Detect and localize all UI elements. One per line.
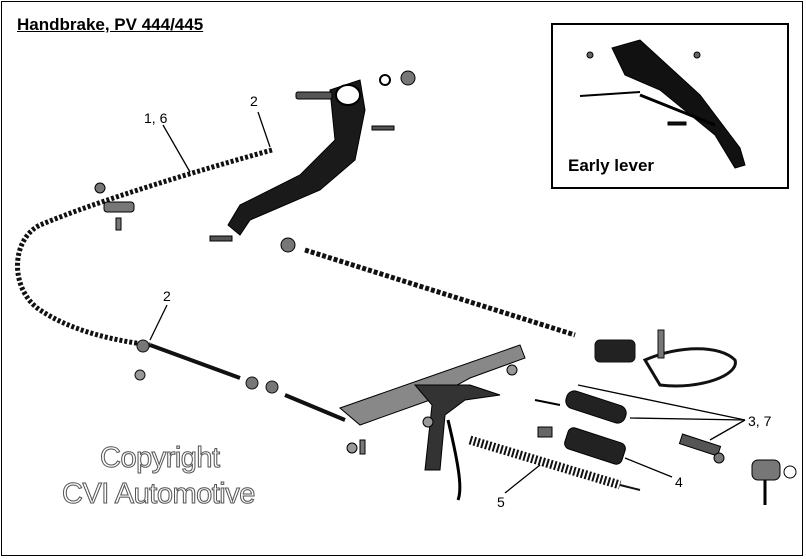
watermark-line-2: CVI Automotive — [62, 478, 256, 511]
lower-rod — [134, 339, 346, 422]
callout-4: 4 — [675, 474, 683, 490]
early-lever-inset — [551, 23, 789, 189]
bracket-bolts — [209, 70, 416, 253]
leader-lines — [149, 111, 746, 494]
cable-adjuster-assembly — [534, 390, 725, 465]
early-lever-label: Early lever — [568, 156, 655, 175]
lever-bracket — [227, 79, 366, 236]
callout-1-6: 1, 6 — [144, 110, 168, 126]
callout-3-7: 3, 7 — [748, 413, 772, 429]
clevis-pin — [751, 459, 797, 505]
brake-cable — [15, 147, 273, 380]
equalizer-bar — [339, 344, 526, 501]
return-spring — [468, 435, 641, 491]
diagram-title: Handbrake, PV 444/445 — [17, 15, 204, 34]
callout-2-upper: 2 — [250, 93, 258, 109]
callout-5: 5 — [497, 494, 505, 510]
pull-rod — [304, 247, 737, 388]
watermark-line-1: Copyright — [100, 442, 221, 475]
callout-2-lower: 2 — [163, 288, 171, 304]
clips-and-screws — [94, 182, 366, 455]
early-lever-illustration — [579, 39, 746, 169]
